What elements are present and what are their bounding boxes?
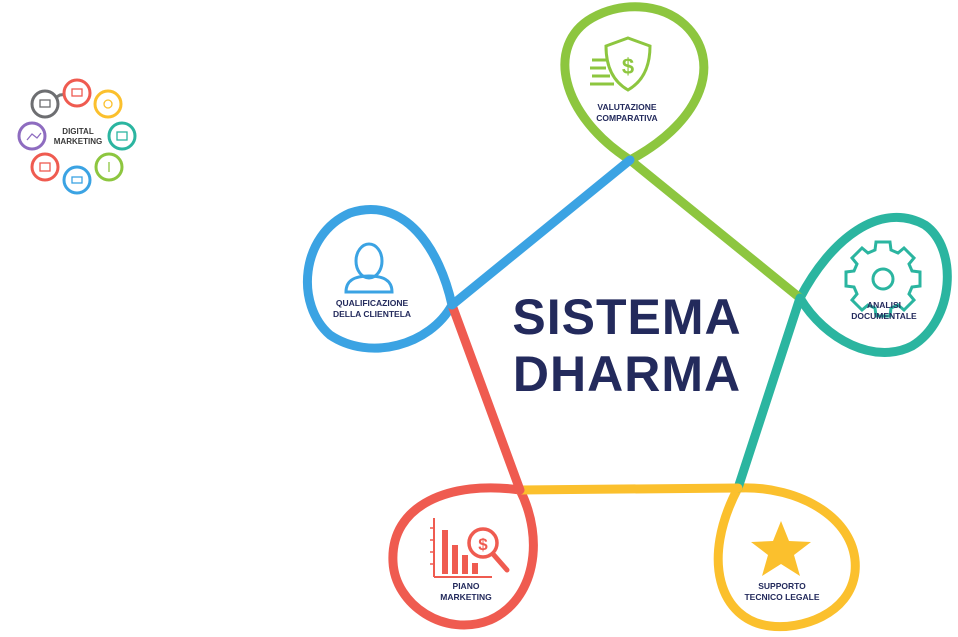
piano-loop [388,483,538,630]
svg-text:$: $ [622,54,634,79]
qualificazione-label-1: QUALIFICAZIONE [336,298,409,308]
digital-marketing-logo: DIGITAL MARKETING [17,78,137,195]
analisi-label-1: ANALISI [867,300,901,310]
analisi-label-2: DOCUMENTALE [851,311,917,321]
user-icon [344,242,394,294]
title-line-1: SISTEMA [512,289,741,345]
supporto-label-2: TECNICO LEGALE [744,592,819,602]
valutazione-label-1: VALUTAZIONE [597,102,657,112]
piano-label-1: PIANO [453,581,480,591]
star-icon [751,521,811,576]
supporto-loop [713,483,860,632]
connector-red [447,300,525,495]
logo-line-2: MARKETING [54,137,102,146]
svg-text:$: $ [478,535,488,554]
connector-teal [733,293,805,493]
analisi-loop [795,212,952,357]
connector-green [625,155,805,303]
title-line-2: DHARMA [513,346,741,402]
logo-line-1: DIGITAL [62,127,94,136]
shield-dollar-icon: $ [590,36,652,92]
supporto-label-1: SUPPORTO [758,581,806,591]
piano-label-2: MARKETING [440,592,492,602]
qualificazione-loop [302,205,457,353]
valutazione-label-2: COMPARATIVA [596,113,657,123]
qualificazione-label-2: DELLA CLIENTELA [333,309,411,319]
connector-yellow [515,483,743,495]
gear-icon [844,240,922,318]
chart-magnifier-icon: $ [430,518,510,578]
valutazione-loop [560,2,709,165]
connector-blue [447,155,635,310]
